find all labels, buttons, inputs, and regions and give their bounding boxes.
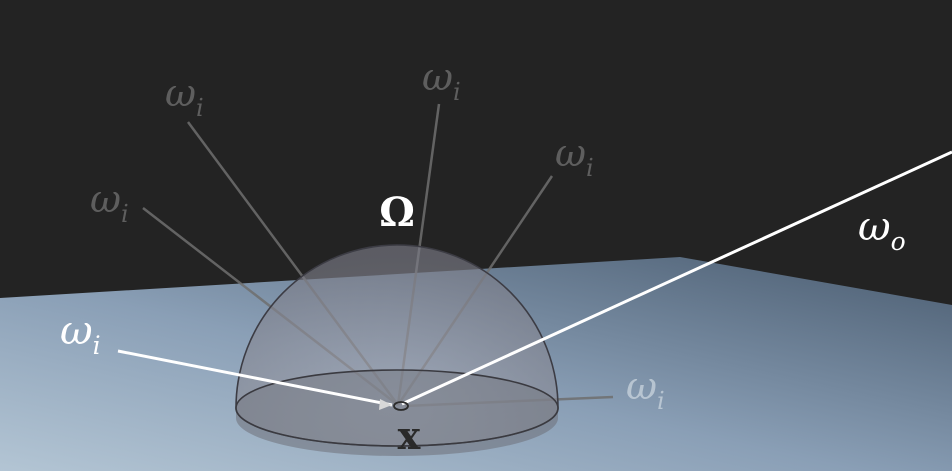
label-omega-o: ωo <box>858 204 906 256</box>
label-omega-i-grazing: ωi <box>626 364 665 415</box>
hemisphere-base-front <box>236 408 558 456</box>
label-omega-i-top-left: ωi <box>165 71 204 122</box>
point-x-marker <box>393 401 409 411</box>
incoming-ray-bright <box>117 349 393 407</box>
label-point-x: x <box>398 413 421 458</box>
label-solid-angle: Ω <box>379 189 415 236</box>
incoming-ray-arrowhead <box>379 399 392 410</box>
label-omega-i-left: ωi <box>90 177 129 228</box>
label-omega-i-incoming: ωi <box>60 308 101 360</box>
label-omega-i-top: ωi <box>422 55 461 106</box>
outgoing-ray <box>401 150 952 406</box>
label-omega-i-right: ωi <box>555 131 594 182</box>
